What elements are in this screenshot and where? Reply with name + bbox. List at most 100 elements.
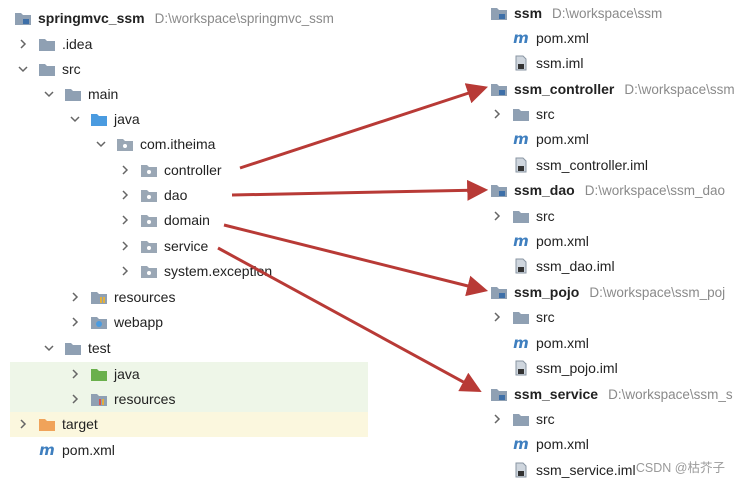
tree-label: domain [164, 212, 210, 228]
folder-icon [512, 106, 530, 122]
file-label: ssm_pojo.iml [536, 360, 618, 376]
module-label: ssm_pojo [514, 284, 580, 300]
tree-item-target[interactable]: target [16, 412, 98, 436]
tree-item-webapp[interactable]: webapp [68, 310, 163, 334]
folder-icon [64, 340, 82, 356]
tree-item-src[interactable]: src [16, 57, 81, 81]
arrow-dao-to-ssm-dao [231, 179, 489, 201]
folder-src[interactable]: src [490, 102, 555, 126]
file-pom[interactable]: m pom.xml [512, 127, 589, 151]
folder-label: src [536, 208, 555, 224]
file-pom[interactable]: m pom.xml [512, 331, 589, 355]
chevron-down-icon[interactable] [94, 137, 108, 151]
tree-label: pom.xml [62, 442, 115, 458]
folder-src[interactable]: src [490, 204, 555, 228]
chevron-right-icon[interactable] [68, 392, 82, 406]
file-pom[interactable]: m pom.xml [512, 26, 589, 50]
tree-item-dao[interactable]: dao [118, 183, 187, 207]
tree-item-java[interactable]: java [68, 107, 140, 131]
chevron-right-icon[interactable] [16, 417, 30, 431]
module-ssm-pojo[interactable]: ssm_pojo D:\workspace\ssm_poj [490, 280, 725, 304]
module-label: ssm_service [514, 386, 599, 402]
chevron-right-icon[interactable] [490, 310, 504, 324]
tree-item-main[interactable]: main [42, 82, 118, 106]
package-icon [140, 162, 158, 178]
tree-item-test-resources[interactable]: resources [68, 387, 175, 411]
iml-file-icon [512, 157, 530, 173]
file-iml[interactable]: ssm_dao.iml [512, 254, 615, 278]
module-folder-icon [490, 5, 508, 21]
chevron-down-icon[interactable] [16, 62, 30, 76]
tree-item-idea[interactable]: .idea [16, 32, 92, 56]
target-highlight [10, 412, 368, 437]
file-pom[interactable]: m pom.xml [512, 432, 589, 456]
module-folder-icon [490, 182, 508, 198]
chevron-down-icon[interactable] [68, 112, 82, 126]
module-ssm-service[interactable]: ssm_service D:\workspace\ssm_s [490, 382, 733, 406]
file-label: pom.xml [536, 436, 589, 452]
file-iml[interactable]: ssm.iml [512, 51, 583, 75]
watermark: CSDN @枯芥子 [635, 461, 725, 475]
chevron-right-icon[interactable] [68, 290, 82, 304]
package-icon [140, 263, 158, 279]
file-iml[interactable]: ssm_service.iml [512, 458, 636, 482]
file-iml[interactable]: ssm_pojo.iml [512, 356, 618, 380]
chevron-right-icon[interactable] [118, 188, 132, 202]
module-folder-icon [14, 10, 32, 26]
module-ssm[interactable]: ssm D:\workspace\ssm [490, 1, 662, 25]
chevron-right-icon[interactable] [490, 209, 504, 223]
chevron-right-icon[interactable] [118, 239, 132, 253]
tree-label: controller [164, 162, 222, 178]
chevron-right-icon[interactable] [490, 412, 504, 426]
file-label: ssm.iml [536, 55, 584, 71]
root-label: springmvc_ssm [38, 10, 145, 26]
tree-item-system-exception[interactable]: system.exception [118, 259, 272, 283]
module-path: D:\workspace\ssm [624, 81, 735, 97]
chevron-right-icon[interactable] [118, 213, 132, 227]
tree-item-pom[interactable]: m pom.xml [38, 438, 115, 462]
chevron-right-icon[interactable] [68, 315, 82, 329]
tree-item-package[interactable]: com.itheima [94, 132, 215, 156]
module-ssm-dao[interactable]: ssm_dao D:\workspace\ssm_dao [490, 178, 725, 202]
chevron-right-icon[interactable] [16, 37, 30, 51]
folder-icon [512, 309, 530, 325]
tree-item-resources[interactable]: resources [68, 285, 175, 309]
package-icon [140, 187, 158, 203]
tree-item-service[interactable]: service [118, 234, 208, 258]
module-folder-icon [490, 284, 508, 300]
package-icon [140, 212, 158, 228]
chevron-right-icon[interactable] [118, 264, 132, 278]
tree-label: service [164, 238, 209, 254]
module-ssm-controller[interactable]: ssm_controller D:\workspace\ssm [490, 77, 735, 101]
test-source-folder-icon [90, 366, 108, 382]
tree-label: com.itheima [140, 136, 216, 152]
folder-src[interactable]: src [490, 305, 555, 329]
tree-root-springmvc-ssm[interactable]: springmvc_ssm D:\workspace\springmvc_ssm [14, 6, 334, 30]
test-highlight [10, 362, 368, 412]
iml-file-icon [512, 258, 530, 274]
chevron-right-icon[interactable] [68, 367, 82, 381]
root-path: D:\workspace\springmvc_ssm [154, 10, 334, 26]
tree-label: resources [114, 391, 176, 407]
file-iml[interactable]: ssm_controller.iml [512, 153, 648, 177]
module-folder-icon [490, 386, 508, 402]
chevron-right-icon[interactable] [118, 163, 132, 177]
package-icon [116, 136, 134, 152]
tree-item-controller[interactable]: controller [118, 158, 222, 182]
chevron-right-icon[interactable] [490, 107, 504, 121]
tree-item-domain[interactable]: domain [118, 208, 210, 232]
tree-label: .idea [62, 36, 93, 52]
tree-item-test-java[interactable]: java [68, 362, 140, 386]
tree-label: java [114, 366, 140, 382]
chevron-down-icon[interactable] [42, 87, 56, 101]
folder-src[interactable]: src [490, 407, 555, 431]
file-pom[interactable]: m pom.xml [512, 229, 589, 253]
folder-icon [38, 61, 56, 77]
file-label: ssm_service.iml [536, 462, 636, 478]
maven-icon: m [513, 29, 529, 47]
tree-item-test[interactable]: test [42, 336, 111, 360]
chevron-down-icon[interactable] [42, 341, 56, 355]
module-path: D:\workspace\ssm_s [608, 386, 733, 402]
iml-file-icon [512, 360, 530, 376]
module-path: D:\workspace\ssm_poj [589, 284, 726, 300]
